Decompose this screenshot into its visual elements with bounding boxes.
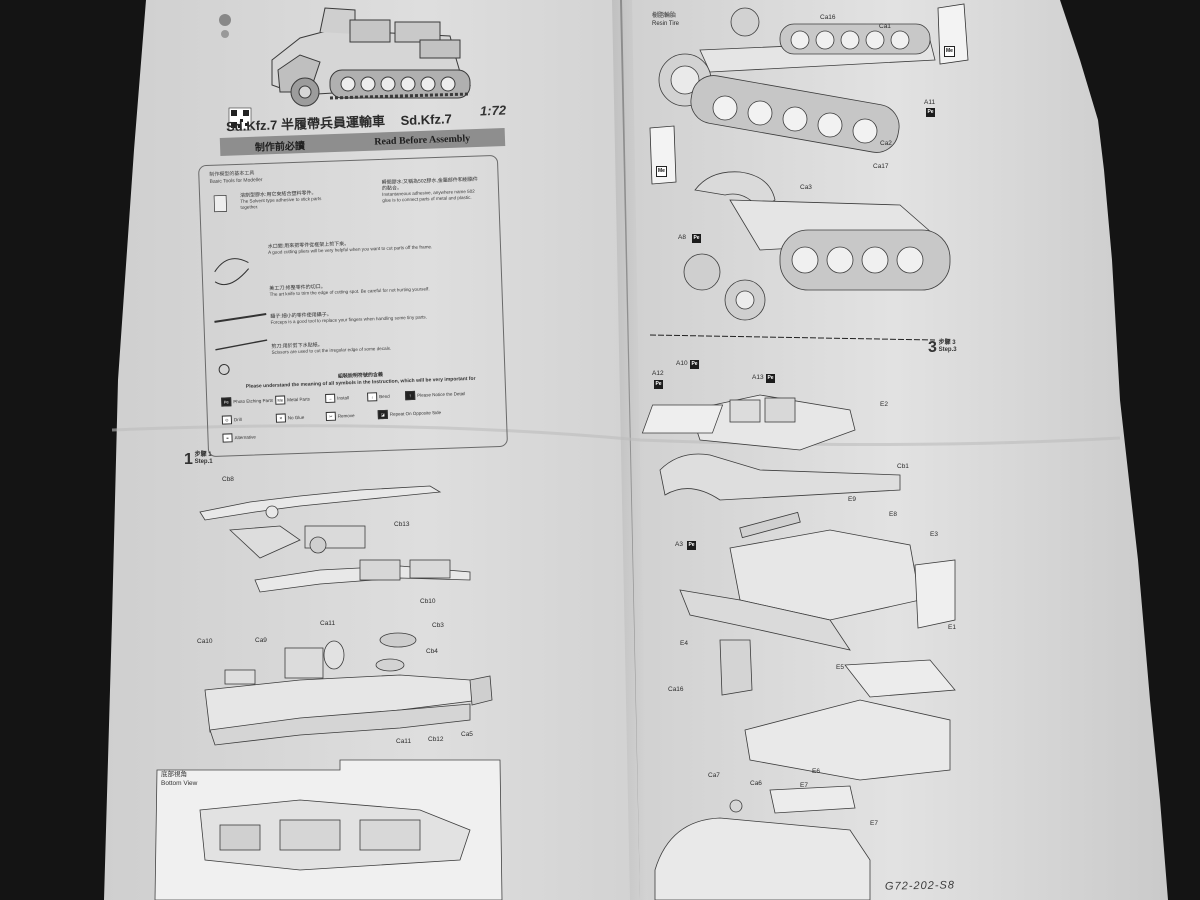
step-divider — [649, 334, 936, 341]
kit-scale: 1:72 — [479, 102, 507, 119]
step2-complete-drawing — [683, 171, 951, 321]
symbol-remove: ✂Remove — [325, 411, 355, 422]
tweezers-icon — [215, 339, 268, 351]
qr-code — [228, 107, 252, 131]
resin-tire-label: 樹脂輪胎 Resin Tire — [652, 13, 680, 27]
step2-track-drawing — [658, 7, 936, 153]
part-label: Ca5 — [461, 731, 473, 738]
symbol-repeat: ◪Repeat On Opposite Side — [377, 408, 442, 420]
pe-badge: Pe — [766, 374, 775, 383]
part-label: Cb12 — [428, 736, 444, 743]
tools-section: 制作模型的基本工具 Basic Tools for Modeller 溶劑型膠水… — [197, 154, 509, 458]
tool-item-knife: 美工刀:修整零件的切口。The art knife to trim the ed… — [269, 283, 430, 297]
pe-badge: Pe — [692, 234, 701, 243]
pe-badge: Pe — [690, 360, 699, 369]
part-label: Ca16 — [820, 14, 836, 21]
pe-badge: Pe — [654, 380, 663, 389]
brand-logo — [219, 14, 231, 38]
halftrack-illustration — [271, 7, 471, 107]
part-label: E7 — [870, 820, 878, 827]
part-label: Cb8 — [222, 476, 234, 483]
tools-title: 制作模型的基本工具 Basic Tools for Modeller — [209, 170, 263, 185]
symbol-install: →Install — [325, 393, 349, 404]
part-label: E3 — [930, 531, 938, 538]
part-label: A12 — [652, 370, 664, 377]
part-label: Ca11 — [396, 738, 412, 745]
part-label: A13 — [752, 374, 764, 381]
center-fold-shadow — [612, 0, 648, 900]
part-label: E7 — [800, 782, 808, 789]
part-label: A3 — [675, 541, 683, 548]
part-label: Ca6 — [750, 780, 762, 787]
glue-bottle-icon — [213, 195, 227, 213]
scissors-icon — [218, 364, 230, 376]
step3-body-drawing-1 — [641, 394, 901, 501]
part-label: A11 — [924, 99, 936, 106]
symbol-drill: ⊙Drill — [221, 415, 242, 425]
tool-item-forceps: 鑷子:細小的零件使用鑷子。Forceps is a good tool to r… — [270, 311, 428, 325]
part-label: Ca17 — [873, 163, 889, 170]
part-label: Ca11 — [320, 620, 336, 627]
knife-icon — [214, 313, 267, 323]
part-label: A10 — [676, 360, 688, 367]
step3-body-drawing-3 — [719, 639, 956, 781]
paper-crease — [111, 424, 1121, 447]
part-label: Ca7 — [708, 772, 720, 779]
tool-item-pliers: 水口鉗:用來把零件從框架上剪下來。A good cutting pliers w… — [267, 241, 433, 255]
part-label: E5 — [836, 664, 844, 671]
part-label: Cb10 — [420, 598, 436, 605]
part-label: Ca3 — [800, 184, 812, 191]
tool-item-scissors: 剪刀:用於剪下水貼紙。Scissors are used to cut the … — [271, 342, 392, 355]
pliers-icon — [214, 258, 250, 286]
part-label: E4 — [680, 640, 688, 647]
part-label: Ca9 — [255, 637, 267, 644]
part-label: E9 — [848, 496, 856, 503]
step1-chassis-drawing — [199, 485, 471, 593]
bottom-view-box — [154, 759, 503, 900]
part-label: Cb4 — [426, 648, 438, 655]
part-label: Ca2 — [880, 140, 892, 147]
pe-badge: Pe — [687, 541, 696, 550]
tool-item-instant: 瞬間膠水:又稱為502膠水,金屬部件和樹脂件的黏合。Instantaneous … — [381, 176, 478, 203]
step1-assembly-drawing — [204, 632, 493, 746]
pe-badge: Pe — [926, 108, 935, 117]
part-label: E8 — [889, 511, 897, 518]
read-before-en: Read Before Assembly — [374, 132, 471, 148]
symbol-bend: ↓Bend — [367, 392, 390, 402]
part-label: Cb1 — [897, 463, 909, 470]
step3-body-drawing-2 — [679, 511, 956, 651]
kit-title-en: Sd.Kfz.7 — [400, 111, 453, 129]
symbol-notice: !Please Notice the Detail — [405, 389, 465, 401]
tool-icons — [213, 195, 268, 376]
part-label: Cb13 — [394, 521, 410, 528]
bottom-view-label: 底部視角 Bottom View — [161, 771, 198, 787]
part-label: Ca10 — [197, 638, 213, 645]
step3-body-drawing-4 — [654, 785, 871, 900]
symbol-no-glue: ✕No Glue — [275, 413, 305, 423]
symbol-alternative: ≡Alternative — [222, 432, 256, 443]
part-label: Cb3 — [432, 622, 444, 629]
part-label: E6 — [812, 768, 820, 775]
part-label: A8 — [678, 234, 686, 241]
part-label: E1 — [948, 624, 956, 631]
read-before-cn: 制作前必讀 — [254, 140, 306, 154]
me-badge: Me — [944, 46, 955, 57]
part-label: Ca1 — [879, 23, 891, 30]
me-badge: Me — [656, 166, 667, 177]
part-label: E2 — [880, 401, 888, 408]
part-label: Ca16 — [668, 686, 684, 693]
sheet-code: G72-202-S8 — [884, 879, 956, 893]
